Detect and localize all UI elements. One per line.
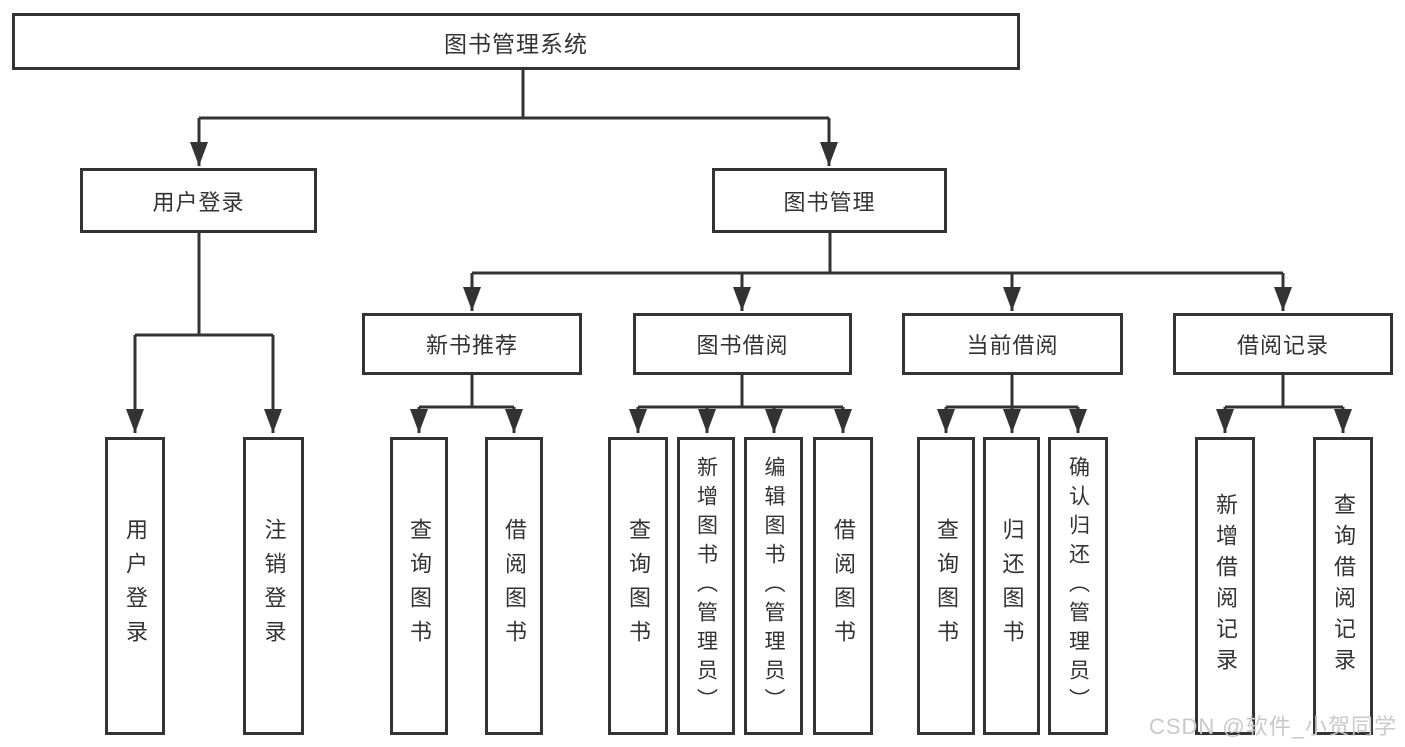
node-label: 查询图书 [934,518,959,654]
node-label: 借阅图书 [502,518,527,654]
node-label: 图书管理系统 [444,30,588,57]
node-add-borrow-record: 新增借阅记录 [1195,437,1255,735]
node-logout-leaf: 注销登录 [243,437,304,735]
node-user-login: 用户登录 [80,168,317,233]
node-add-book-admin: 新增图书（管理员） [677,437,735,735]
node-current-borrowing: 当前借阅 [902,313,1123,375]
node-query-books: 查询图书 [390,437,448,735]
node-label: 当前借阅 [966,333,1059,358]
node-label: 图书管理 [783,189,876,215]
node-label: 查询图书 [407,518,432,654]
node-label: 新增借阅记录 [1213,493,1238,679]
node-label: 借阅图书 [831,518,856,654]
node-label: 新增图书（管理员） [694,455,718,717]
node-query-books: 查询图书 [608,437,668,735]
connector-bars [135,70,1343,409]
node-label: 查询借阅记录 [1331,493,1356,679]
node-borrow-books: 借阅图书 [813,437,873,735]
node-confirm-return-admin: 确认归还（管理员） [1048,437,1108,735]
node-label: 归还图书 [999,518,1025,654]
node-label: 查询图书 [626,518,651,654]
node-library-management-system: 图书管理系统 [12,13,1020,70]
node-query-books: 查询图书 [917,437,975,735]
node-borrow-books: 借阅图书 [485,437,543,735]
node-return-books: 归还图书 [983,437,1040,735]
node-book-borrowing: 图书借阅 [633,313,852,375]
node-label: 确认归还（管理员） [1066,455,1090,717]
node-new-book-recommendation: 新书推荐 [362,313,582,375]
node-label: 用户登录 [152,189,245,215]
node-book-management: 图书管理 [712,168,947,233]
node-label: 借阅记录 [1236,333,1329,358]
node-label: 用户登录 [123,518,148,654]
node-query-borrow-record: 查询借阅记录 [1313,437,1373,735]
connector-arrows [126,118,1352,433]
node-label: 编辑图书（管理员） [762,455,785,717]
node-edit-book-admin: 编辑图书（管理员） [744,437,803,735]
node-label: 新书推荐 [425,333,518,358]
node-label: 注销登录 [261,518,287,654]
node-label: 图书借阅 [696,333,789,358]
node-user-login-leaf: 用户登录 [105,437,165,735]
node-borrowing-records: 借阅记录 [1173,313,1393,375]
